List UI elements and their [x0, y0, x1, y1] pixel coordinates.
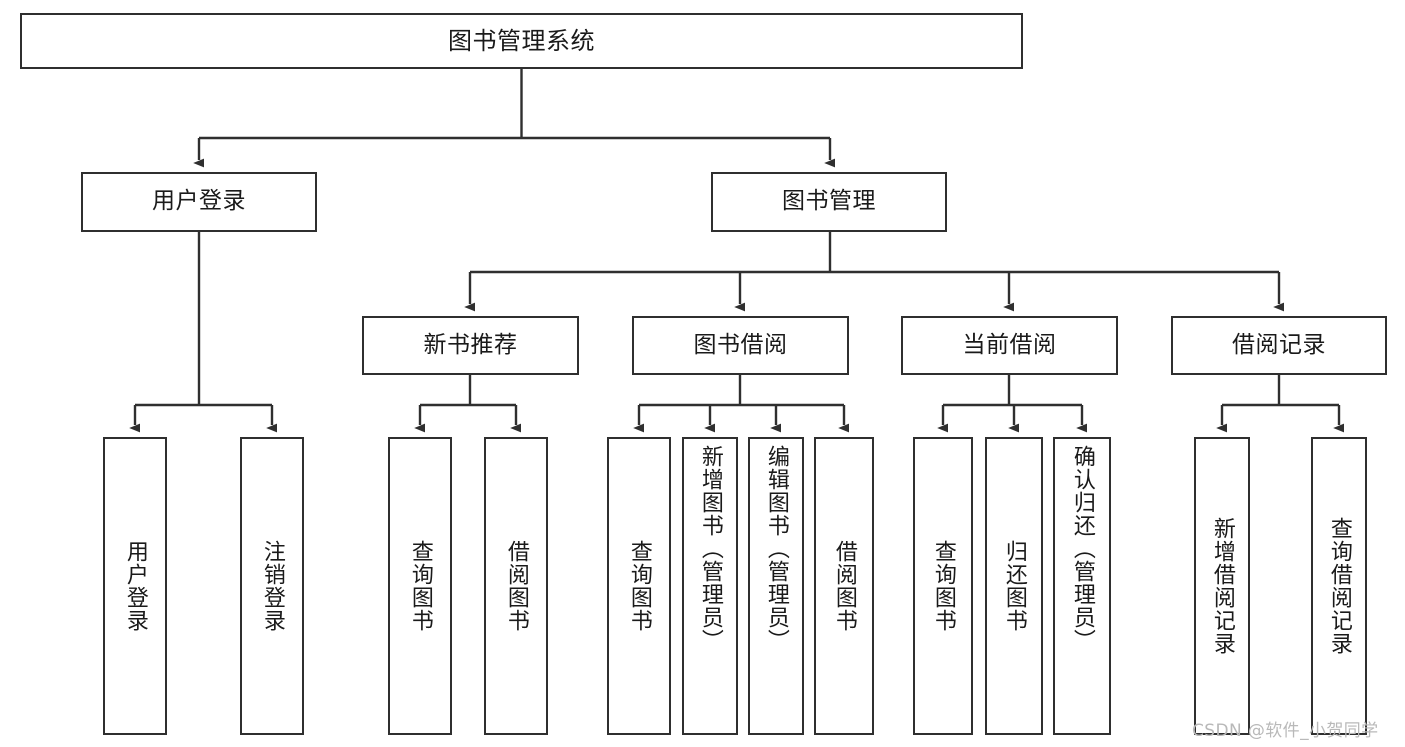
node-leaf-query-book-1[interactable]: 查询图书 [388, 437, 452, 735]
node-leaf-add-book[interactable]: 新增图书（管理员） [682, 437, 738, 735]
node-label: 新书推荐 [423, 331, 518, 358]
node-leaf-query-borrow-record[interactable]: 查询借阅记录 [1311, 437, 1367, 735]
node-borrow-record[interactable]: 借阅记录 [1171, 316, 1387, 375]
node-label: 新增图书（管理员） [697, 445, 723, 652]
node-label: 查询借阅记录 [1326, 517, 1352, 655]
node-label: 图书借阅 [693, 331, 788, 358]
node-leaf-query-book-3[interactable]: 查询图书 [913, 437, 973, 735]
node-leaf-add-borrow-record[interactable]: 新增借阅记录 [1194, 437, 1250, 735]
node-leaf-user-logout[interactable]: 注销登录 [240, 437, 304, 735]
node-label: 新增借阅记录 [1209, 517, 1235, 655]
node-leaf-user-login[interactable]: 用户登录 [103, 437, 167, 735]
node-leaf-borrow-book-2[interactable]: 借阅图书 [814, 437, 874, 735]
node-leaf-confirm-return[interactable]: 确认归还（管理员） [1053, 437, 1111, 735]
node-label: 借阅记录 [1232, 331, 1326, 358]
node-leaf-edit-book[interactable]: 编辑图书（管理员） [748, 437, 804, 735]
node-new-book-recommend[interactable]: 新书推荐 [362, 316, 579, 375]
node-book-management[interactable]: 图书管理 [711, 172, 947, 232]
node-label: 当前借阅 [962, 331, 1057, 358]
node-current-borrow[interactable]: 当前借阅 [901, 316, 1118, 375]
node-book-borrow[interactable]: 图书借阅 [632, 316, 849, 375]
node-label: 图书管理 [782, 188, 876, 215]
node-label: 图书管理系统 [448, 26, 595, 55]
node-label: 编辑图书（管理员） [763, 445, 789, 652]
node-label: 查询图书 [626, 540, 652, 632]
node-label: 注销登录 [259, 540, 285, 632]
node-root-system[interactable]: 图书管理系统 [20, 13, 1023, 69]
node-label: 归还图书 [1001, 540, 1027, 632]
node-user-login[interactable]: 用户登录 [81, 172, 317, 232]
csdn-watermark: CSDN @软件_小贺同学 [1192, 721, 1379, 741]
node-label: 用户登录 [122, 540, 148, 632]
node-leaf-query-book-2[interactable]: 查询图书 [607, 437, 671, 735]
node-label: 借阅图书 [503, 540, 529, 632]
node-label: 用户登录 [152, 188, 246, 215]
node-label: 查询图书 [930, 540, 956, 632]
node-label: 借阅图书 [831, 540, 857, 632]
node-leaf-borrow-book-1[interactable]: 借阅图书 [484, 437, 548, 735]
node-label: 查询图书 [407, 540, 433, 632]
node-label: 确认归还（管理员） [1069, 445, 1095, 652]
node-leaf-return-book[interactable]: 归还图书 [985, 437, 1043, 735]
